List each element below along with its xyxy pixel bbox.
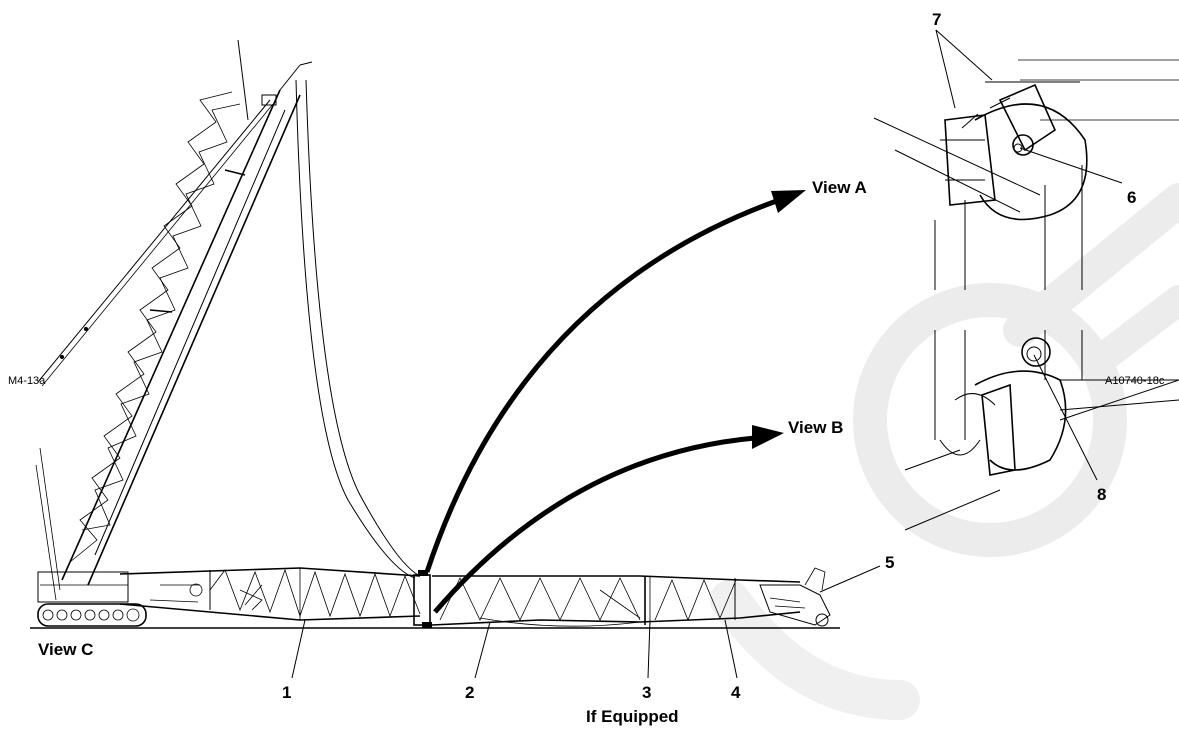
view-arrows (424, 190, 806, 614)
hoist-rope (295, 79, 421, 579)
callout-5: 5 (885, 553, 894, 572)
callout-3-note: If Equipped (586, 707, 679, 726)
lower-boom (119, 567, 831, 628)
view-b-label: View B (788, 418, 843, 437)
watermark (710, 183, 1179, 720)
detail-view-a (873, 59, 1179, 290)
callout-6: 6 (1127, 188, 1136, 207)
callout-3: 3 (642, 683, 651, 702)
callout-4: 4 (731, 683, 741, 702)
view-a-label: View A (812, 178, 867, 197)
callout-8: 8 (1097, 485, 1106, 504)
callout-1: 1 (282, 683, 291, 702)
pendant-lines (35, 99, 274, 601)
detail-view-b (904, 330, 1179, 531)
crawler-tracks (37, 571, 147, 627)
callout-7-leaders (935, 29, 993, 109)
raised-boom (61, 61, 313, 586)
view-c-label: View C (38, 640, 93, 659)
callout-2: 2 (465, 683, 474, 702)
figure-ref-left: M4-13a (8, 375, 46, 387)
callout-7: 7 (932, 10, 941, 29)
figure-ref-right: A10740-18c (1105, 375, 1165, 387)
leader-lines (237, 39, 1123, 679)
